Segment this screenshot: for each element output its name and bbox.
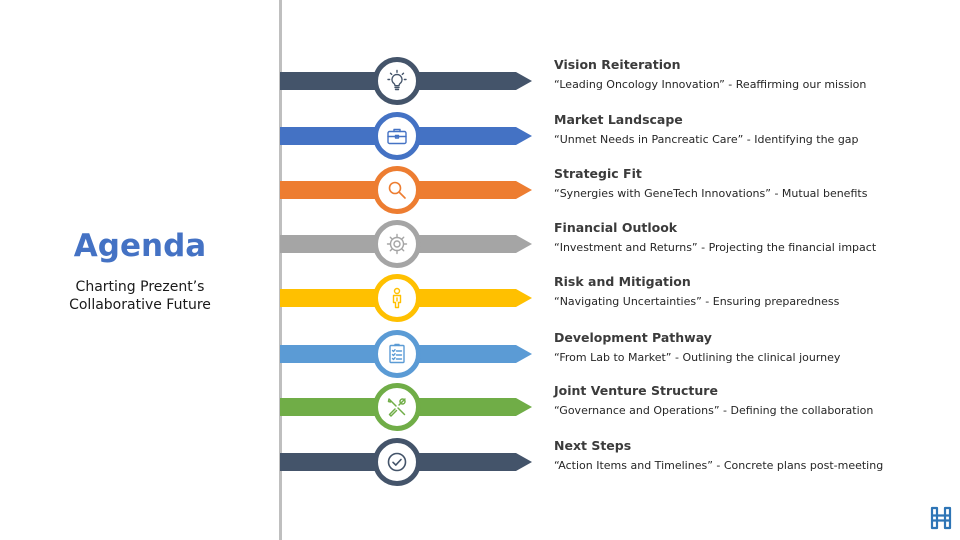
agenda-item-title: Strategic Fit xyxy=(554,166,642,181)
briefcase-icon xyxy=(387,128,407,145)
agenda-icon-circle xyxy=(373,383,421,431)
agenda-item: Financial Outlook “Investment and Return… xyxy=(280,216,960,272)
agenda-icon-circle xyxy=(373,274,421,322)
tools-icon xyxy=(387,398,406,417)
agenda-item-desc: “From Lab to Market” - Outlining the cli… xyxy=(554,351,841,364)
checklist-icon xyxy=(389,343,405,364)
agenda-item-title: Risk and Mitigation xyxy=(554,274,691,289)
agenda-item-desc: “Leading Oncology Innovation” - Reaffirm… xyxy=(554,78,867,91)
person-icon xyxy=(392,287,402,309)
agenda-item: Next Steps “Action Items and Timelines” … xyxy=(280,434,960,490)
agenda-item-desc: “Action Items and Timelines” - Concrete … xyxy=(554,459,884,472)
agenda-title: Agenda xyxy=(73,228,207,264)
agenda-item: Strategic Fit “Synergies with GeneTech I… xyxy=(280,162,960,218)
agenda-item-desc: “Unmet Needs in Pancreatic Care” - Ident… xyxy=(554,133,859,146)
agenda-item: Market Landscape “Unmet Needs in Pancrea… xyxy=(280,108,960,164)
agenda-item-desc: “Governance and Operations” - Defining t… xyxy=(554,404,874,417)
agenda-item-title: Development Pathway xyxy=(554,330,712,345)
agenda-subtitle-line2: Collaborative Future xyxy=(69,297,211,313)
check-circle-icon xyxy=(387,452,407,472)
lightbulb-icon xyxy=(387,69,407,91)
agenda-item: Joint Venture Structure “Governance and … xyxy=(280,379,960,435)
agenda-item-title: Joint Venture Structure xyxy=(554,383,718,398)
agenda-icon-circle xyxy=(373,57,421,105)
vertical-divider xyxy=(279,0,282,540)
magnifier-icon xyxy=(388,181,406,199)
agenda-icon-circle xyxy=(373,220,421,268)
agenda-item: Risk and Mitigation “Navigating Uncertai… xyxy=(280,270,960,326)
agenda-subtitle-line1: Charting Prezent’s xyxy=(75,279,205,295)
agenda-icon-circle xyxy=(373,166,421,214)
agenda-item-desc: “Investment and Returns” - Projecting th… xyxy=(554,241,877,254)
brand-logo-icon xyxy=(930,506,952,530)
agenda-item: Development Pathway “From Lab to Market”… xyxy=(280,326,960,382)
agenda-icon-circle xyxy=(373,438,421,486)
agenda-item: Vision Reiteration “Leading Oncology Inn… xyxy=(280,53,960,109)
agenda-item-title: Next Steps xyxy=(554,438,632,453)
agenda-item-title: Financial Outlook xyxy=(554,220,678,235)
agenda-icon-circle xyxy=(373,112,421,160)
agenda-item-desc: “Synergies with GeneTech Innovations” - … xyxy=(554,187,868,200)
agenda-item-title: Market Landscape xyxy=(554,112,683,127)
agenda-icon-circle xyxy=(373,330,421,378)
gear-icon xyxy=(386,233,408,255)
agenda-item-title: Vision Reiteration xyxy=(554,57,681,72)
agenda-subtitle: Charting Prezent’s Collaborative Future xyxy=(0,278,280,314)
agenda-item-desc: “Navigating Uncertainties” - Ensuring pr… xyxy=(554,295,840,308)
